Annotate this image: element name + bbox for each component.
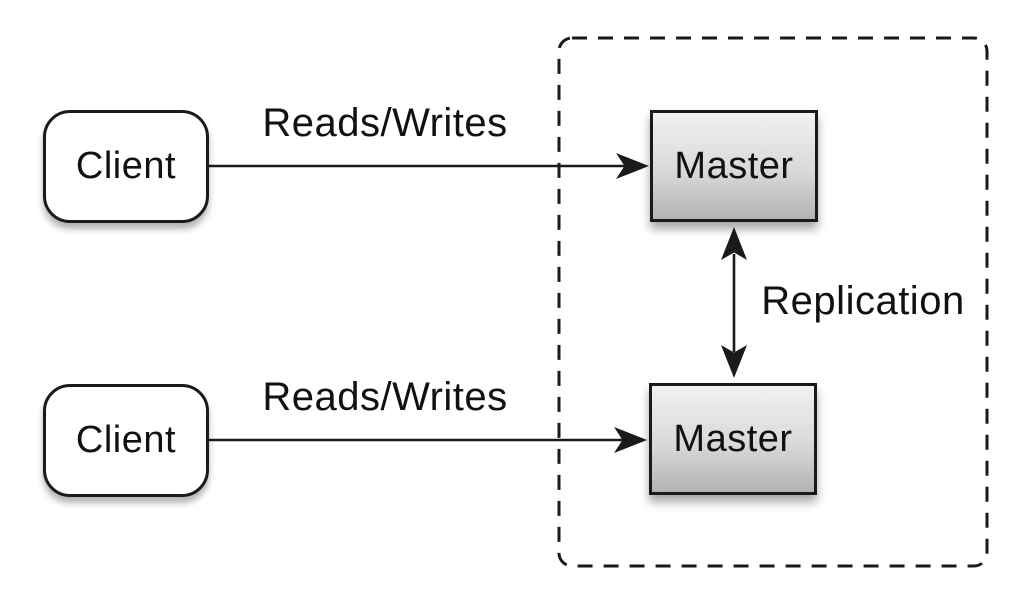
node-client-top-label: Client [75,145,177,187]
reads-writes-arrow-bottom [209,427,647,453]
node-client-bottom: Client [43,384,209,497]
reads-writes-label-top: Reads/Writes [262,101,508,145]
node-master-top: Master [650,110,818,222]
replication-arrow [721,227,747,378]
node-master-bottom-label: Master [673,417,793,460]
reads-writes-arrow-top [209,153,649,179]
node-client-top: Client [43,110,209,223]
node-master-bottom: Master [649,383,817,495]
node-client-bottom-label: Client [75,419,177,461]
reads-writes-label-bottom: Reads/Writes [262,375,508,419]
node-master-top-label: Master [674,144,794,187]
replication-label: Replication [761,279,965,323]
replication-boundary [557,36,989,568]
